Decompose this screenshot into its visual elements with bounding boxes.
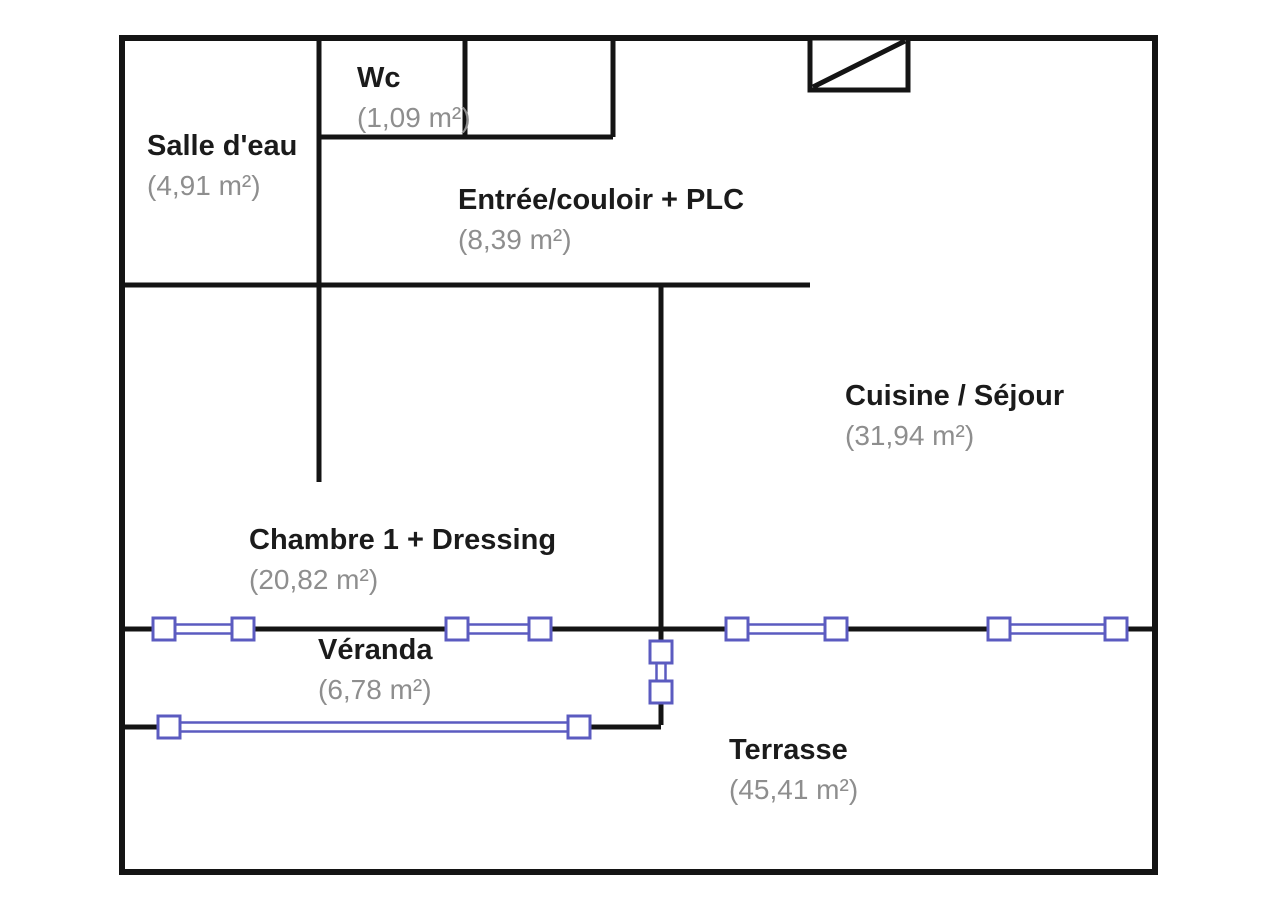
room-name: Terrasse — [729, 734, 848, 766]
door-diagonal — [811, 38, 907, 90]
room-name: Entrée/couloir + PLC — [458, 184, 745, 216]
room-area: (20,82 m²) — [249, 564, 379, 596]
room-name: Cuisine / Séjour — [845, 380, 1065, 412]
room-name: Chambre 1 + Dressing — [249, 524, 557, 556]
room-label-entree: Entrée/couloir + PLC (8,39 m²) — [458, 180, 744, 260]
window-symbol — [444, 616, 553, 642]
entry-door-symbol — [807, 35, 911, 93]
room-area: (6,78 m²) — [318, 674, 432, 706]
room-label-chambre: Chambre 1 + Dressing (20,82 m²) — [249, 520, 556, 600]
room-label-terrasse: Terrasse (45,41 m²) — [729, 730, 858, 810]
room-area: (45,41 m²) — [729, 774, 859, 806]
window-symbols — [151, 616, 1129, 740]
room-area: (8,39 m²) — [458, 224, 572, 256]
window-symbol — [151, 616, 256, 642]
room-label-veranda: Véranda (6,78 m²) — [318, 630, 432, 710]
room-area: (31,94 m²) — [845, 420, 975, 452]
room-name: Véranda — [318, 634, 433, 666]
window-symbol — [986, 616, 1129, 642]
window-symbol — [648, 639, 674, 705]
room-label-cuisine: Cuisine / Séjour (31,94 m²) — [845, 376, 1064, 456]
room-label-salle-deau: Salle d'eau (4,91 m²) — [147, 126, 297, 206]
room-label-wc: Wc (1,09 m²) — [357, 58, 471, 138]
window-symbol — [724, 616, 849, 642]
room-name: Salle d'eau — [147, 130, 298, 162]
room-area: (4,91 m²) — [147, 170, 261, 202]
outer-wall — [119, 35, 1158, 875]
room-name: Wc — [357, 62, 401, 94]
room-area: (1,09 m²) — [357, 102, 471, 134]
window-symbol — [156, 714, 592, 740]
